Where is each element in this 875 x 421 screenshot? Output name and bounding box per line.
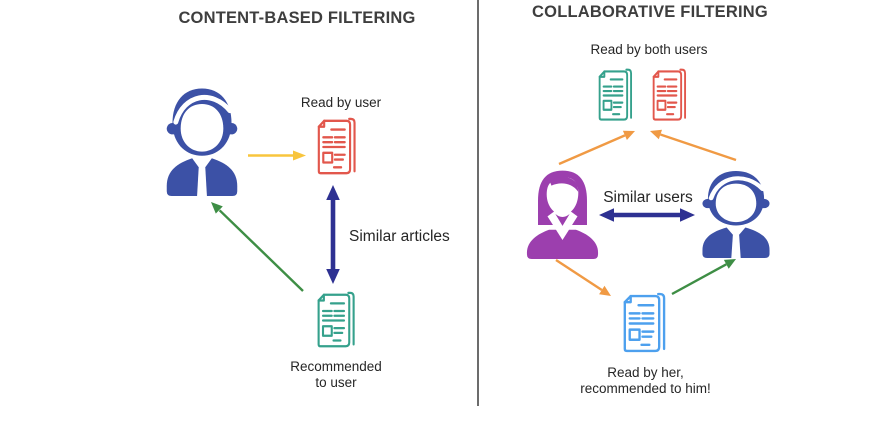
read-by-her-line1: Read by her,	[607, 365, 684, 380]
document-icon-blue	[614, 291, 669, 356]
recommended-label-line1: Recommended	[290, 359, 382, 374]
male-user-icon	[166, 88, 238, 196]
collaborative-title: COLLABORATIVE FILTERING	[532, 3, 768, 21]
user-to-read-doc-arrow	[248, 150, 306, 161]
similar-users-arrow	[599, 208, 695, 222]
document-icon-red	[309, 116, 359, 178]
male-user-icon	[702, 170, 770, 258]
read-by-her-line2: recommended to him!	[580, 381, 711, 396]
document-icon-green	[309, 290, 358, 351]
read-by-user-label: Read by user	[300, 95, 382, 110]
doc-to-male-arrow	[671, 259, 736, 296]
recommended-to-user-label: Recommended to user	[280, 359, 392, 391]
recommended-label-line2: to user	[315, 375, 357, 390]
female-user-icon	[526, 170, 599, 259]
female-to-bottom-doc-arrow	[555, 258, 611, 296]
female-to-docs-arrow	[558, 130, 635, 166]
document-icon-green	[591, 67, 635, 124]
document-icon-red	[645, 67, 689, 124]
doc-to-user-arrow	[211, 202, 304, 292]
read-by-her-label: Read by her, recommended to him!	[568, 365, 723, 397]
male-to-docs-arrow	[650, 129, 737, 162]
similar-articles-label: Similar articles	[349, 228, 450, 245]
similar-articles-arrow	[326, 185, 340, 284]
read-by-both-label: Read by both users	[590, 42, 708, 57]
similar-users-label: Similar users	[603, 189, 693, 206]
content-based-title: CONTENT-BASED FILTERING	[178, 9, 416, 27]
